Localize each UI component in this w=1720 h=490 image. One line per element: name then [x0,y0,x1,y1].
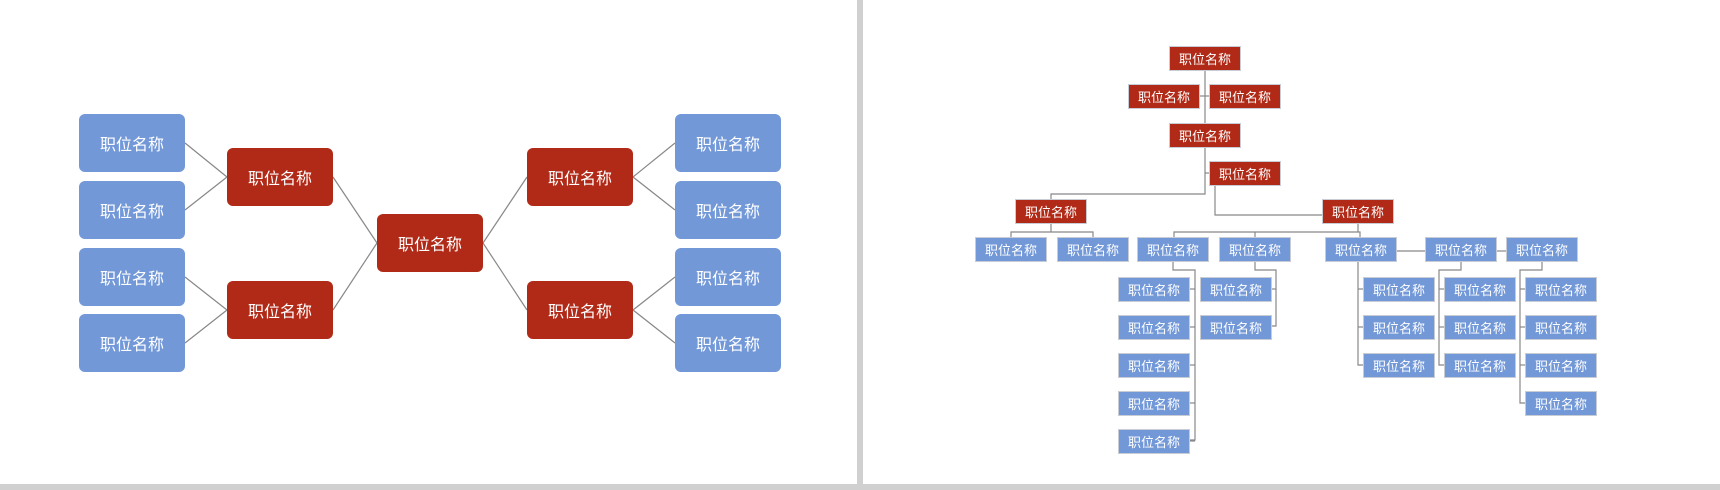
staff-node[interactable]: 职位名称 [1057,237,1129,262]
staff-node[interactable]: 职位名称 [1363,353,1435,378]
connector-line [1173,231,1361,237]
slide-left-org-chart[interactable]: 职位名称职位名称职位名称职位名称职位名称职位名称职位名称职位名称职位名称职位名称… [0,0,857,484]
staff-node[interactable]: 职位名称 [1118,429,1190,454]
slide-right-org-chart[interactable]: 职位名称职位名称职位名称职位名称职位名称职位名称职位名称职位名称职位名称职位名称… [863,0,1720,484]
branch-node[interactable]: 职位名称 [527,148,633,206]
connector-line [632,142,676,178]
manager-node[interactable]: 职位名称 [1128,84,1200,109]
staff-node[interactable]: 职位名称 [1525,315,1597,340]
staff-node[interactable]: 职位名称 [1363,277,1435,302]
manager-node[interactable]: 职位名称 [1209,161,1281,186]
right-connectors [1010,71,1543,442]
manager-node[interactable]: 职位名称 [1209,84,1281,109]
leaf-node[interactable]: 职位名称 [79,248,185,306]
connector-line [632,176,676,211]
branch-node[interactable]: 职位名称 [527,281,633,339]
leaf-node[interactable]: 职位名称 [79,181,185,239]
leaf-node[interactable]: 职位名称 [675,314,781,372]
staff-node[interactable]: 职位名称 [1525,277,1597,302]
staff-node[interactable]: 职位名称 [1118,315,1190,340]
branch-node[interactable]: 职位名称 [227,148,333,206]
manager-node[interactable]: 职位名称 [1015,199,1087,224]
staff-node[interactable]: 职位名称 [1444,353,1516,378]
connector-line [1172,262,1196,441]
manager-node[interactable]: 职位名称 [1322,199,1394,224]
manager-node[interactable]: 职位名称 [1169,123,1241,148]
staff-node[interactable]: 职位名称 [1137,237,1209,262]
staff-node[interactable]: 职位名称 [1118,391,1190,416]
staff-node[interactable]: 职位名称 [1118,277,1190,302]
connector-line [1214,186,1322,216]
staff-node[interactable]: 职位名称 [1444,277,1516,302]
staff-node[interactable]: 职位名称 [1219,237,1291,262]
connector-line [1519,262,1543,404]
connector-line [184,142,228,178]
staff-node[interactable]: 职位名称 [1425,237,1497,262]
staff-node[interactable]: 职位名称 [975,237,1047,262]
connector-line [184,276,228,311]
connector-line [332,242,378,311]
staff-node[interactable]: 职位名称 [1525,391,1597,416]
connector-line [482,176,528,244]
leaf-node[interactable]: 职位名称 [675,114,781,172]
connector-line [1010,231,1094,237]
connector-line [482,242,528,311]
connector-line [632,276,676,311]
staff-node[interactable]: 职位名称 [1363,315,1435,340]
staff-node[interactable]: 职位名称 [1118,353,1190,378]
connector-line [632,309,676,344]
leaf-node[interactable]: 职位名称 [675,248,781,306]
connector-line [184,309,228,344]
staff-node[interactable]: 职位名称 [1525,353,1597,378]
branch-node[interactable]: 职位名称 [227,281,333,339]
staff-node[interactable]: 职位名称 [1325,237,1397,262]
manager-node[interactable]: 职位名称 [1169,46,1241,71]
leaf-node[interactable]: 职位名称 [79,314,185,372]
connector-line [332,176,378,244]
staff-node[interactable]: 职位名称 [1200,315,1272,340]
connector-line [1438,262,1462,366]
staff-node[interactable]: 职位名称 [1506,237,1578,262]
staff-node[interactable]: 职位名称 [1200,277,1272,302]
staff-node[interactable]: 职位名称 [1444,315,1516,340]
connector-line [1254,262,1277,327]
left-connectors [184,142,676,344]
connector-line [184,176,228,211]
connector-line [1357,262,1363,366]
leaf-node[interactable]: 职位名称 [79,114,185,172]
center-node[interactable]: 职位名称 [377,214,483,272]
leaf-node[interactable]: 职位名称 [675,181,781,239]
connector-line [1050,147,1206,199]
